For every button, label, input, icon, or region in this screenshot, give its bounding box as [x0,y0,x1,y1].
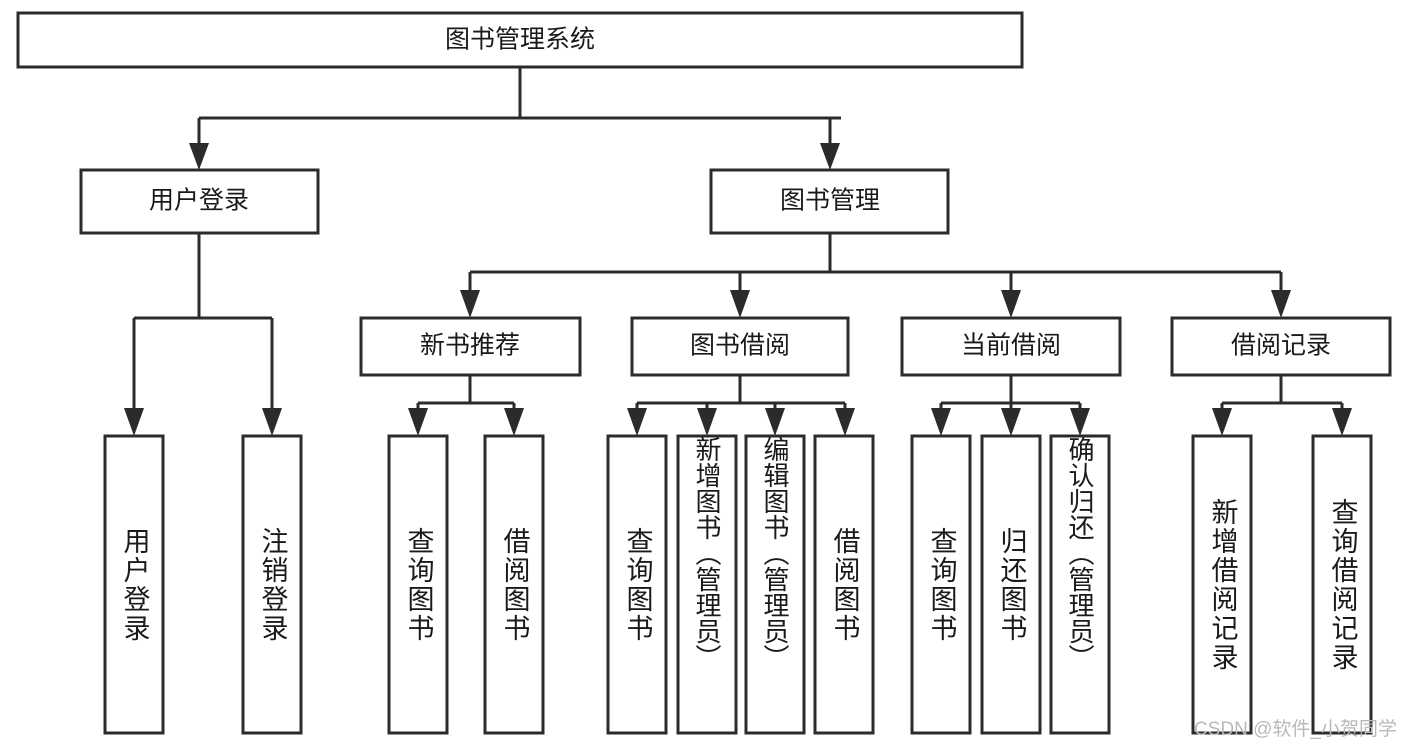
node-book-borrow[interactable]: 图书借阅 [630,316,850,377]
node-current-borrow[interactable]: 当前借阅 [900,316,1122,377]
leaf-box-borrow-book-newbook[interactable] [483,434,545,735]
connector-bookborrow-to-leaves [627,375,855,436]
node-user-login[interactable]: 用户登录 [79,168,320,235]
leaf-box-add-book-admin[interactable] [676,434,738,735]
node-borrow-record-box[interactable] [1170,316,1392,377]
node-book-borrow-label: 图书借阅 [690,332,790,360]
node-new-book-recommend-box[interactable] [359,316,582,377]
leaf-box-query-book-newbook[interactable] [387,434,449,735]
node-current-borrow-box[interactable] [900,316,1122,377]
node-book-borrow-box[interactable] [630,316,850,377]
node-root[interactable]: 图书管理系统 [16,11,1024,69]
connector-newbook-to-leaves [408,375,524,436]
connector-borrowrecord-to-leaves [1212,375,1352,436]
connector-bookmgmt-to-level3 [460,233,1291,318]
csdn-watermark: CSDN @软件_小贺同学 [1194,719,1397,740]
node-book-management-box[interactable] [709,168,950,235]
leaf-box-logout[interactable] [241,434,303,735]
node-book-management-label: 图书管理 [780,187,880,215]
leaf-box-user-login[interactable] [103,434,165,735]
node-user-login-box[interactable] [79,168,320,235]
leaf-box-return-book[interactable] [980,434,1042,735]
leaf-box-edit-book-admin[interactable] [744,434,806,735]
leaf-box-query-book-current[interactable] [910,434,972,735]
leaf-box-confirm-return-admin[interactable] [1049,434,1111,735]
leaf-box-add-borrow-record[interactable] [1191,434,1253,735]
leaf-box-query-borrow-record[interactable] [1311,434,1373,735]
connector-userlogin-to-leaves [124,233,282,436]
node-user-login-label: 用户登录 [149,187,249,215]
node-new-book-recommend-label: 新书推荐 [420,332,520,360]
connector-currentborrow-to-leaves [931,375,1090,436]
node-current-borrow-label: 当前借阅 [961,332,1061,360]
node-book-management[interactable]: 图书管理 [709,168,950,235]
node-root-box[interactable] [16,11,1024,69]
connector-root-to-level2 [189,67,841,170]
node-new-book-recommend[interactable]: 新书推荐 [359,316,582,377]
node-borrow-record-label: 借阅记录 [1231,332,1331,360]
leaf-box-borrow-book[interactable] [813,434,875,735]
leaf-box-query-book-borrow[interactable] [606,434,668,735]
node-borrow-record[interactable]: 借阅记录 [1170,316,1392,377]
node-root-label: 图书管理系统 [445,26,595,54]
